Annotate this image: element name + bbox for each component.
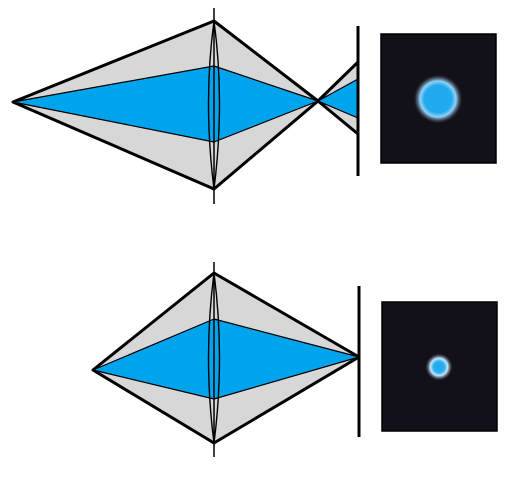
lens-bottom [207, 262, 221, 457]
blur-spot-large [413, 74, 463, 124]
panel-bottom [91, 262, 498, 457]
blur-spot-small [425, 353, 453, 381]
lens-top [207, 8, 221, 204]
panel-top [11, 8, 497, 204]
